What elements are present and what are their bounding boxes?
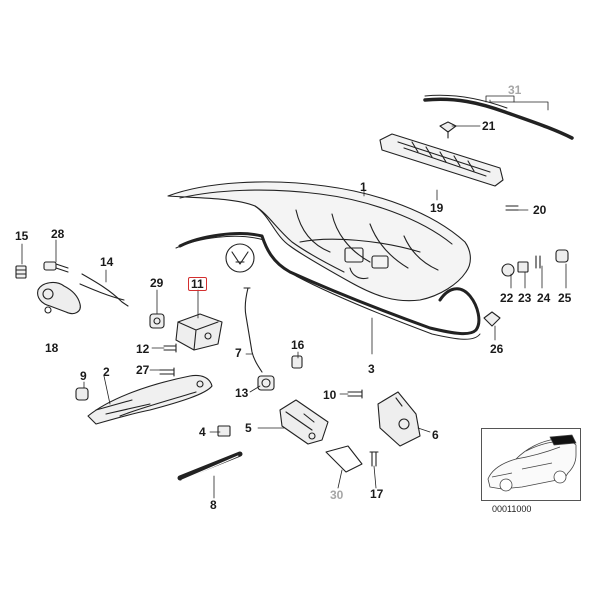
bump-stop-drawing [75,387,89,401]
label-part-15: 15 [15,229,29,243]
latch-drawing [377,391,421,447]
car-silhouette [487,434,577,492]
label-part-4: 4 [199,425,206,439]
clip-16-drawing [291,355,303,369]
clip-21-drawing [439,121,457,139]
label-part-19: 19 [430,201,444,215]
inset-code: 00011000 [492,504,532,514]
inset-thumbnail [481,428,581,501]
grommet-29-drawing [149,313,165,329]
leader-lines [21,95,567,499]
screw-28-drawing [43,261,69,273]
lock-drawing [279,399,329,445]
label-part-14: 14 [100,255,114,269]
actuator-drawing [175,313,223,351]
screw-27-drawing [159,367,175,377]
rod-drawing [244,287,263,373]
cover-drawing [325,445,363,473]
third-brake-light-drawing [379,133,504,187]
detail-circle [225,243,255,273]
screw-20-drawing [505,205,519,211]
label-part-12: 12 [136,342,150,356]
label-part-17: 17 [370,487,384,501]
bolt-15-drawing [15,265,27,279]
label-part-27: 27 [136,363,150,377]
label-part-22: 22 [500,291,514,305]
nut-4-drawing [217,425,231,437]
label-part-31: 31 [508,83,522,97]
screw-24-drawing [535,255,541,269]
screw-17-drawing [369,451,379,467]
label-part-11: 11 [188,277,207,291]
cable-drawing [79,273,129,307]
grommet-25-drawing [555,249,569,263]
washer-22-drawing [501,263,515,277]
label-part-29: 29 [150,276,164,290]
label-part-3: 3 [368,362,375,376]
label-part-9: 9 [80,369,87,383]
seal-drawing [175,232,481,340]
gas-strut-drawing [177,451,243,481]
label-part-6: 6 [432,428,439,442]
label-part-21: 21 [482,119,496,133]
label-part-7: 7 [235,346,242,360]
hinge-drawing [87,374,213,425]
label-part-8: 8 [210,498,217,512]
label-part-2: 2 [103,365,110,379]
label-part-25: 25 [558,291,572,305]
label-part-16: 16 [291,338,305,352]
clip-26-drawing [483,311,501,327]
bracket-drawing [37,281,81,315]
lock-cylinder-drawing [257,375,275,391]
label-part-10: 10 [323,388,337,402]
label-part-30: 30 [330,488,344,502]
label-part-1: 1 [360,180,367,194]
label-part-23: 23 [518,291,532,305]
label-part-24: 24 [537,291,551,305]
label-part-20: 20 [533,203,547,217]
nut-23-drawing [517,261,529,273]
screw-10-drawing [347,389,363,399]
trunk-lid-drawing [167,181,471,302]
label-part-28: 28 [51,227,65,241]
screw-12-drawing [163,343,177,353]
label-part-13: 13 [235,386,249,400]
label-part-26: 26 [490,342,504,356]
label-part-5: 5 [245,421,252,435]
spoiler-strip-drawing [423,94,574,140]
label-part-18: 18 [45,341,59,355]
